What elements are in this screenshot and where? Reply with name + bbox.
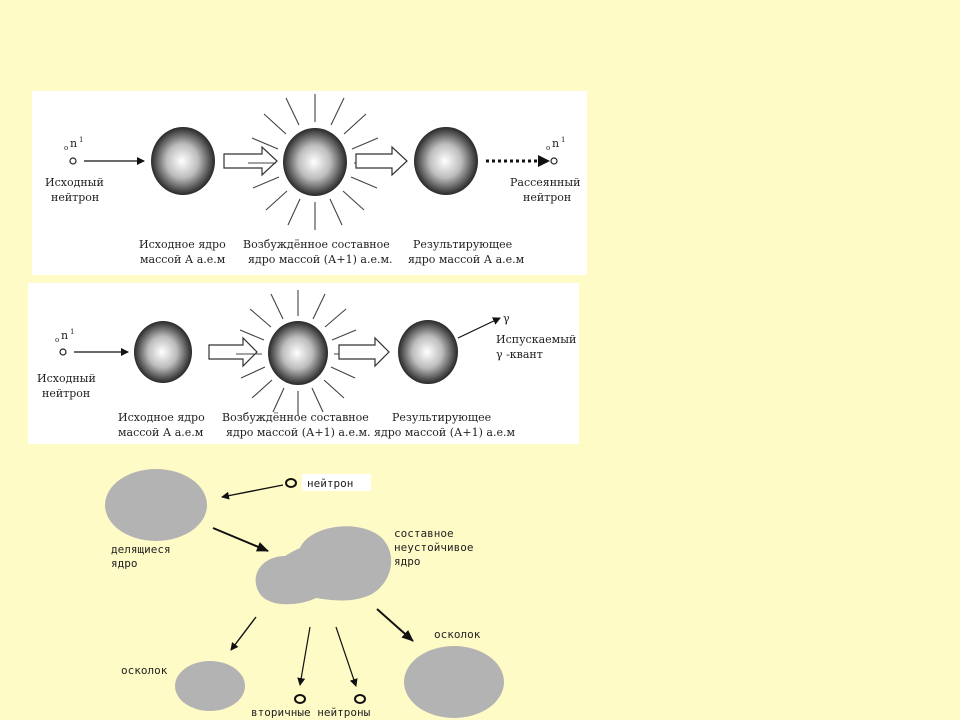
arrow-to-neutron-1	[300, 627, 310, 685]
neutron-label: нейтрон	[307, 477, 353, 490]
initial-nucleus-label-2: массой А а.е.м	[118, 426, 204, 439]
neutron-sub: o	[55, 336, 59, 344]
left-fragment	[175, 661, 245, 711]
neutron-sup: 1	[79, 136, 83, 144]
initial-nucleus-label: Исходное ядро	[139, 238, 226, 251]
excited-nucleus-label: Возбуждённое составное	[243, 238, 390, 251]
resulting-nucleus-label: Результирующее	[392, 411, 491, 424]
excited-nucleus-label-2: ядро массой (А+1) а.е.м.	[226, 426, 371, 439]
arrow-to-left-fragment	[231, 617, 256, 650]
excited-compound-nucleus	[268, 321, 328, 385]
fissile-nucleus-label-2: ядро	[111, 557, 138, 570]
right-fragment-label: осколок	[434, 628, 481, 641]
gamma-label: Испускаемый	[496, 333, 576, 346]
fissile-nucleus-label: делящиеся	[111, 543, 171, 556]
scattered-neutron-symbol: n	[552, 137, 559, 150]
incoming-neutron-label-2: нейтрон	[42, 387, 90, 400]
initial-nucleus	[134, 321, 192, 383]
compound-nucleus-label: составное	[394, 527, 454, 540]
resulting-nucleus-label: Результирующее	[413, 238, 512, 251]
neutron-sub: o	[64, 144, 68, 152]
nucleus-to-compound-arrow	[213, 528, 268, 551]
neutron-symbol: n	[70, 137, 77, 150]
arrow-to-right-fragment	[377, 609, 413, 641]
capture-panel: o n 1 Исходный нейтрон Исходное ядро мас…	[28, 283, 579, 444]
compound-nucleus-label-3: ядро	[394, 555, 421, 568]
secondary-neutrons-label: вторичные нейтроны	[251, 706, 371, 719]
incoming-neutron-label: Исходный	[37, 372, 96, 385]
initial-nucleus-label: Исходное ядро	[118, 411, 205, 424]
secondary-neutron-icon-1	[295, 695, 305, 703]
neutron-to-nucleus-arrow	[222, 485, 283, 497]
scattering-panel: o n 1 Исходный нейтрон Исходное ядро мас…	[32, 91, 587, 275]
resulting-nucleus	[414, 127, 478, 195]
excited-compound-nucleus	[283, 128, 347, 196]
secondary-neutron-icon-2	[355, 695, 365, 703]
fissile-nucleus	[105, 469, 207, 541]
left-fragment-label: осколок	[121, 664, 168, 677]
incoming-neutron-label-2: нейтрон	[51, 191, 99, 204]
scattered-neutron-sub: o	[546, 144, 550, 152]
excited-nucleus-label: Возбуждённое составное	[222, 411, 369, 424]
compound-unstable-nucleus	[256, 526, 392, 604]
compound-nucleus-label-2: неустойчивое	[394, 541, 473, 554]
scattered-neutron-label: Рассеянный	[510, 176, 580, 189]
neutron-symbol: n	[61, 329, 68, 342]
resulting-nucleus-label-2: ядро массой А а.е.м	[408, 253, 525, 266]
right-fragment	[404, 646, 504, 718]
arrow-to-neutron-2	[336, 627, 356, 686]
initial-nucleus-label-2: массой А а.е.м	[140, 253, 226, 266]
scattered-neutron-label-2: нейтрон	[523, 191, 571, 204]
resulting-nucleus-label-2: ядро массой (А+1) а.е.м	[374, 426, 515, 439]
neutron-sup: 1	[70, 328, 74, 336]
scattered-neutron-sup: 1	[561, 136, 565, 144]
neutron-icon	[286, 479, 296, 487]
gamma-symbol: γ	[503, 312, 510, 325]
fission-panel: нейтрон делящиеся ядро составное неустой…	[105, 469, 504, 719]
gamma-label-2: γ -квант	[496, 348, 543, 361]
resulting-nucleus	[398, 320, 458, 384]
initial-nucleus	[151, 127, 215, 195]
excited-nucleus-label-2: ядро массой (А+1) а.е.м.	[248, 253, 393, 266]
incoming-neutron-label: Исходный	[45, 176, 104, 189]
